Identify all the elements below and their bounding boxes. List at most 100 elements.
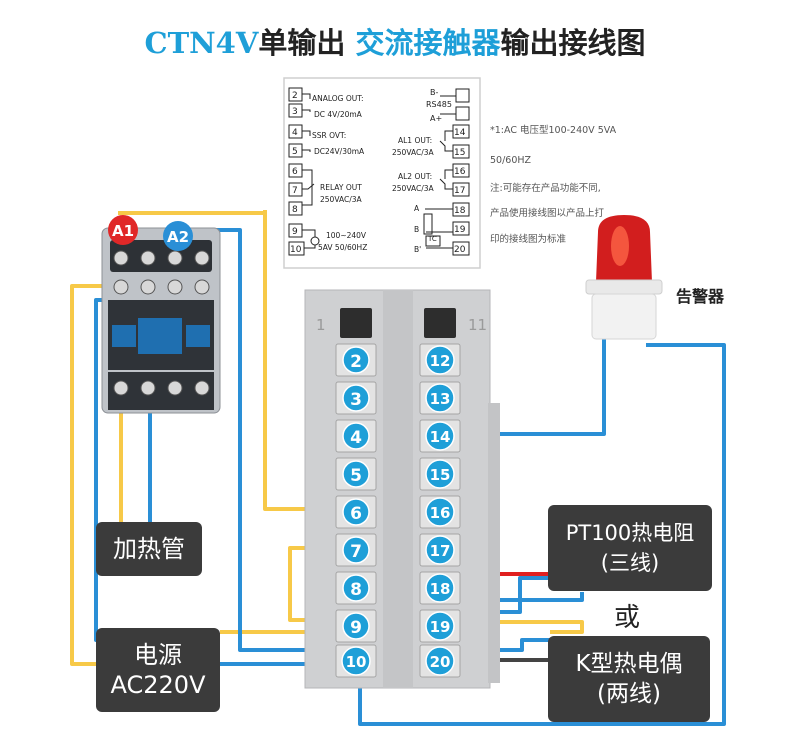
pt100-label-line2: (三线): [600, 551, 660, 575]
terminal-label: 15: [430, 466, 451, 484]
terminal-15: 15: [419, 457, 461, 491]
relay-out-spec: 250VAC/3A: [320, 195, 363, 204]
wire-alarm-term10: [358, 343, 726, 726]
schematic-term-3: 3: [288, 103, 303, 118]
contactor-bottom-screws: [113, 380, 210, 396]
schematic-term-label: 10: [290, 245, 302, 255]
schematic-term-label: 16: [454, 167, 466, 177]
schematic-term-5: 5: [288, 143, 303, 158]
schematic-term-16: 16: [452, 163, 470, 178]
pt100-label-line1: PT100热电阻: [565, 521, 695, 545]
schematic-term-label: 18: [454, 206, 466, 216]
terminal-label: 8: [350, 580, 362, 600]
terminal-9: 9: [335, 609, 377, 643]
schematic-term-7: 7: [288, 182, 303, 197]
terminal-12: 12: [419, 343, 461, 377]
analog-out-spec: DC 4V/20mA: [314, 110, 363, 119]
terminal-8: 8: [335, 571, 377, 605]
term-bminus-label: B-: [430, 88, 438, 97]
al2-out-spec: 250VAC/3A: [392, 184, 435, 193]
note-line-5: 印的接线图为标准: [490, 233, 567, 245]
schematic-term-label: 4: [292, 128, 298, 138]
schematic-term-4: 4: [288, 124, 303, 139]
schematic-left-lines: [302, 93, 320, 249]
al1-out-spec: 250VAC/3A: [392, 148, 435, 157]
analog-out-label: ANALOG OUT:: [312, 94, 364, 103]
heater-label-box: 加热管: [96, 522, 202, 576]
terminal-label: 10: [346, 653, 367, 671]
schematic-term-label: 20: [454, 245, 466, 255]
schematic-b-label: B: [414, 225, 419, 234]
terminal-label: 13: [430, 390, 451, 408]
schematic-term-label: 3: [292, 107, 298, 117]
terminal-14: 14: [419, 419, 461, 453]
terminal-label: 20: [430, 653, 451, 671]
controller-right-terminals: 12 13 14 15 16 17 18 19 20: [419, 343, 461, 678]
terminal-label: 2: [350, 352, 362, 372]
terminal-3: 3: [335, 381, 377, 415]
page-title: CTN4V单输出 交流接触器输出接线图: [0, 20, 790, 62]
schematic-term-label: 19: [454, 225, 466, 235]
terminal-2: 2: [335, 343, 377, 377]
schematic-term-6: 6: [288, 163, 303, 178]
terminal-label: 19: [430, 618, 451, 636]
schematic-term-8: 8: [288, 201, 303, 216]
title-contactor: 交流接触器: [355, 26, 501, 60]
term-aplus-label: A+: [430, 114, 442, 123]
schematic-term-14: 14: [452, 124, 470, 139]
schematic-a-label: A: [414, 204, 420, 213]
k-label-line2: (两线): [597, 681, 661, 707]
terminal-19: 19: [419, 609, 461, 643]
schematic-term-18: 18: [452, 202, 470, 217]
schematic-right-lines: [423, 95, 456, 249]
terminal-5: 5: [335, 457, 377, 491]
schematic-term-label: 6: [292, 167, 298, 177]
al2-out-label: AL2 OUT:: [398, 172, 432, 181]
note-line-2: 50/60HZ: [490, 155, 532, 166]
note-line-3: 注:可能存在产品功能不同,: [490, 182, 601, 194]
ssr-out-spec: DC24V/30mA: [314, 147, 365, 156]
k-thermocouple-label-box: K型热电偶 (两线): [548, 636, 710, 722]
note-line-1: *1:AC 电压型100-240V 5VA: [490, 124, 617, 136]
schematic-right-specs: AL1 OUT: 250VAC/3A AL2 OUT: 250VAC/3A A …: [392, 136, 437, 254]
heater-label: 加热管: [113, 535, 185, 563]
terminal-20: 20: [419, 644, 461, 678]
terminal-10: 10: [335, 644, 377, 678]
rs485-label: RS485: [426, 100, 452, 109]
schematic-term-label: 14: [454, 128, 466, 138]
schematic-term-19: 19: [452, 221, 470, 236]
terminal-label: 6: [350, 504, 362, 524]
title-model: CTN4V: [144, 26, 259, 60]
relay-out-label: RELAY OUT: [320, 183, 362, 192]
terminal-label: 7: [350, 542, 362, 562]
terminal-16: 16: [419, 495, 461, 529]
contactor-top-screws: [113, 250, 210, 295]
controller: 1 11 2 3 4 5 6 7 8 9 10 12 13 14 15 16 1…: [304, 289, 500, 689]
terminal-7: 7: [335, 533, 377, 567]
power-label-box: 电源 AC220V: [96, 628, 220, 712]
schematic-term-15: 15: [452, 144, 470, 159]
title-wiring: 输出接线图: [500, 26, 646, 60]
alarm-label: 告警器: [676, 287, 725, 306]
terminal-4: 4: [335, 419, 377, 453]
contactor-a2-badge: A2: [163, 221, 193, 251]
schematic-term-label: 17: [454, 186, 465, 196]
schematic-term-label: 5: [292, 147, 298, 157]
schematic-left-specs: ANALOG OUT: DC 4V/20mA SSR OVT: DC24V/30…: [312, 94, 367, 252]
schematic-right-terminals: B- RS485 A+ 14 15 16 17 18 19 20: [426, 88, 470, 256]
terminal-18: 18: [419, 571, 461, 605]
terminal-6: 6: [335, 495, 377, 529]
schematic-term-10: 10: [288, 241, 305, 256]
terminal-label: 14: [430, 428, 451, 446]
terminal-label: 12: [430, 352, 451, 370]
or-label: 或: [614, 603, 640, 633]
schematic-term-label: 7: [292, 186, 298, 196]
a1-label: A1: [112, 222, 134, 240]
schematic-bprime-label: B': [414, 245, 421, 254]
schematic-term-17: 17: [452, 182, 470, 197]
schematic-term-label: 8: [292, 205, 298, 215]
controller-left-terminals: 2 3 4 5 6 7 8 9 10: [335, 343, 377, 678]
faded-terminal-1: 1: [316, 316, 326, 334]
